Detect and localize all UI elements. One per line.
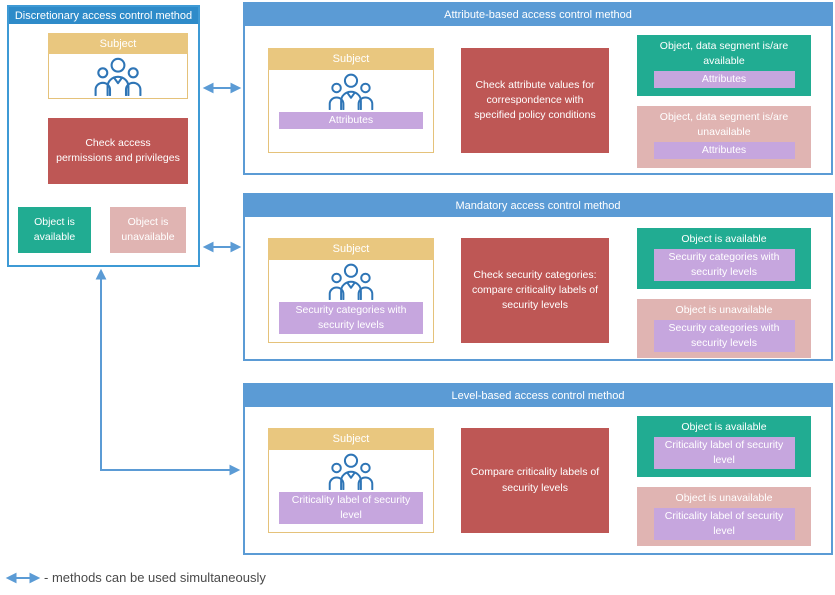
panel-discretionary: Discretionary access control method Subj…	[7, 5, 200, 267]
result-unavailable: Object, data segment is/are unavailable …	[637, 106, 811, 168]
available-criticality-tag: Criticality label of security level	[653, 437, 795, 469]
result-available-label: Object is available	[681, 421, 767, 433]
check-box: Check attribute values for correspondenc…	[461, 48, 609, 153]
simultaneous-link-arrows	[5, 82, 242, 584]
result-available-label: Object is available	[681, 233, 767, 245]
check-box: Compare criticality labels of security l…	[461, 428, 609, 533]
result-available: Object is available Security categories …	[637, 228, 811, 289]
unavailable-categories-tag: Security categories with security levels	[653, 320, 795, 352]
available-attributes-tag: Attributes	[653, 71, 795, 88]
subject-label: Subject	[268, 48, 434, 70]
result-unavailable-label: Object is unavailable	[675, 492, 773, 504]
panel-level-title: Level-based access control method	[245, 385, 831, 407]
result-available: Object is available	[18, 207, 91, 253]
check-box: Check access permissions and privileges	[48, 118, 188, 184]
result-unavailable: Object is unavailable Security categorie…	[637, 299, 811, 358]
subject-categories-tag: Security categories with security levels	[279, 302, 423, 334]
subject-label: Subject	[268, 428, 434, 450]
subject-box: Subject Criticality label of security le…	[268, 428, 434, 533]
check-box: Check security categories: compare criti…	[461, 238, 609, 343]
subject-box: Subject Attributes	[268, 48, 434, 153]
unavailable-criticality-tag: Criticality label of security level	[653, 508, 795, 540]
subject-label: Subject	[268, 238, 434, 260]
result-unavailable: Object is unavailable	[110, 207, 186, 253]
panel-mandatory-title: Mandatory access control method	[245, 195, 831, 217]
people-group-icon	[269, 260, 433, 302]
people-group-icon	[49, 54, 187, 98]
panel-level: Level-based access control method Subjec…	[243, 383, 833, 555]
result-available-label: Object, data segment is/are available	[659, 40, 789, 67]
people-group-icon	[269, 450, 433, 492]
subject-label: Subject	[48, 33, 188, 54]
panel-mandatory: Mandatory access control method Subject …	[243, 193, 833, 361]
legend-label: - methods can be used simultaneously	[44, 570, 266, 585]
unavailable-attributes-tag: Attributes	[653, 142, 795, 159]
result-unavailable: Object is unavailable Criticality label …	[637, 487, 811, 546]
people-group-icon	[269, 70, 433, 112]
panel-attribute: Attribute-based access control method Su…	[243, 2, 833, 175]
available-categories-tag: Security categories with security levels	[653, 249, 795, 281]
result-unavailable-label: Object, data segment is/are unavailable	[659, 111, 789, 138]
result-available: Object, data segment is/are available At…	[637, 35, 811, 96]
result-unavailable-label: Object is unavailable	[675, 304, 773, 316]
subject-box: Subject Security categories with securit…	[268, 238, 434, 343]
subject-criticality-tag: Criticality label of security level	[279, 492, 423, 524]
panel-attribute-title: Attribute-based access control method	[245, 4, 831, 26]
panel-discretionary-title: Discretionary access control method	[9, 7, 198, 24]
subject-attributes-tag: Attributes	[279, 112, 423, 129]
subject-box: Subject	[48, 33, 188, 99]
result-available: Object is available Criticality label of…	[637, 416, 811, 477]
